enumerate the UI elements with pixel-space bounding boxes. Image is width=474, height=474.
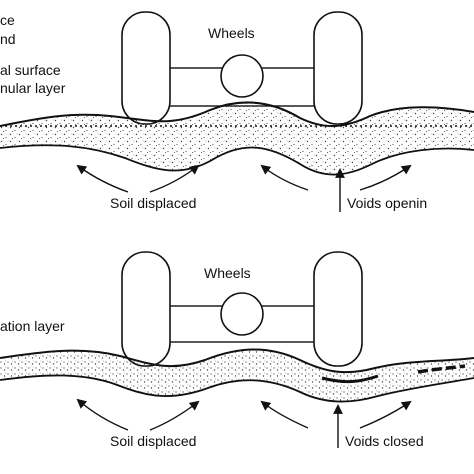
top-left-label-1: ce xyxy=(0,12,15,28)
top-left-wheel xyxy=(121,11,171,125)
top-voids-label: Voids openin xyxy=(347,195,427,211)
bottom-panel: ation layer Wheels Soil displaced Voids … xyxy=(0,251,474,449)
top-panel: ce nd al surface nular layer Wheels Soil… xyxy=(0,11,474,212)
bottom-arrow-4 xyxy=(359,400,412,429)
top-left-label-2: nd xyxy=(0,31,16,47)
top-soil-base xyxy=(0,144,474,176)
bottom-voids-label: Voids closed xyxy=(345,433,424,449)
bottom-arrow-1 xyxy=(76,398,129,431)
bottom-right-wheel xyxy=(313,251,363,367)
bottom-wheels-label: Wheels xyxy=(204,265,251,281)
bottom-soil-label: Soil displaced xyxy=(110,433,196,449)
top-soil-label: Soil displaced xyxy=(110,195,196,211)
bottom-arrow-2 xyxy=(149,400,200,431)
top-right-wheel xyxy=(313,11,363,125)
top-soil-surface xyxy=(0,101,474,128)
top-soil-layer xyxy=(0,102,474,175)
bottom-soil-base xyxy=(0,374,474,403)
bottom-arrow-3 xyxy=(260,400,309,429)
top-left-label-3: al surface xyxy=(0,62,61,78)
bottom-axle-hub xyxy=(220,292,264,336)
bottom-soil-surface xyxy=(0,348,474,374)
bottom-left-wheel xyxy=(121,251,171,367)
bottom-wheel-assembly: Wheels xyxy=(121,251,363,367)
bottom-compacted-band-1 xyxy=(321,374,379,384)
top-wheel-assembly: Wheels xyxy=(121,11,363,125)
bottom-left-label-1: ation layer xyxy=(0,318,65,334)
top-wheels-label: Wheels xyxy=(208,25,255,41)
top-arrow-1 xyxy=(76,164,129,193)
bottom-soil-layer xyxy=(0,349,474,402)
top-arrow-4 xyxy=(359,164,412,191)
top-arrow-3 xyxy=(260,164,309,191)
top-axle-hub xyxy=(220,54,264,98)
bottom-compacted-band-2 xyxy=(417,364,466,374)
top-left-label-4: nular layer xyxy=(0,80,66,96)
top-arrow-2 xyxy=(149,164,200,193)
